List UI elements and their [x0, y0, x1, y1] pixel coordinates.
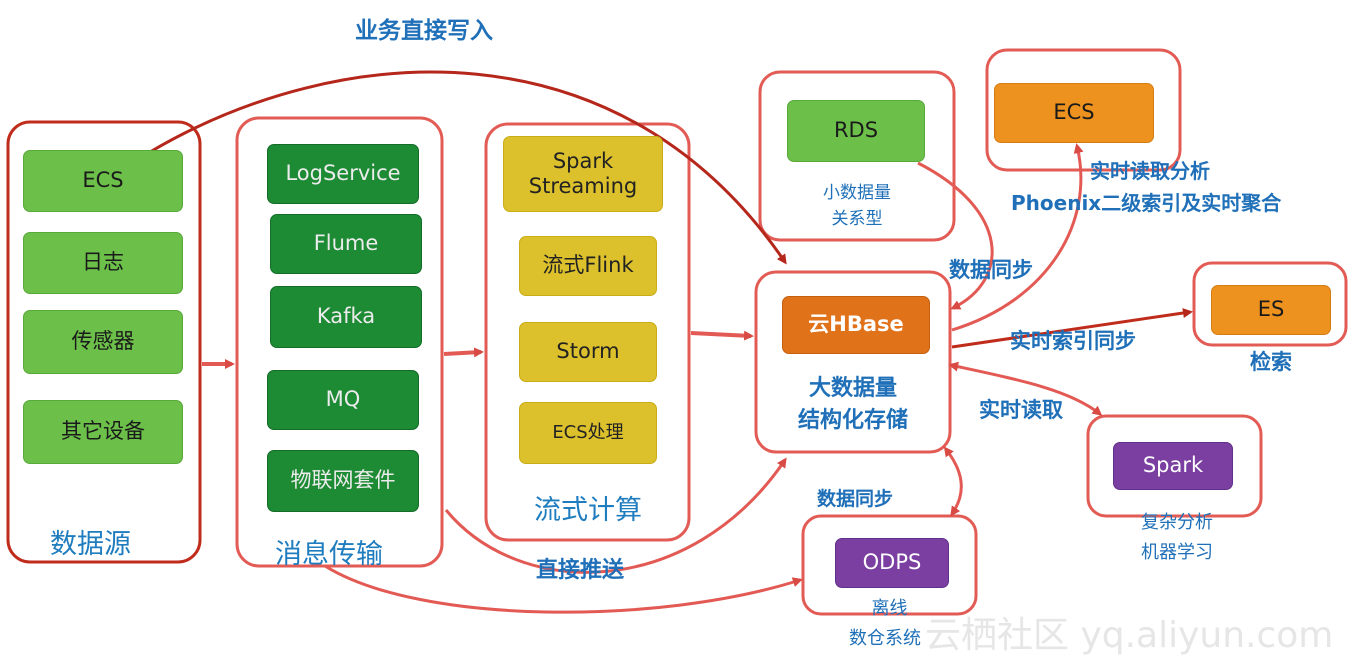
ecs-analysis-group: ECS [987, 50, 1180, 170]
arrow-rds-to-hbase [917, 161, 994, 310]
streaming-ecs-processing[interactable]: ECS处理 [519, 402, 657, 464]
odps-group-outline [801, 514, 978, 616]
odps-label-2: 数仓系统 [849, 628, 921, 649]
source-logs[interactable]: 日志 [23, 232, 183, 294]
es-group-outline [1192, 261, 1348, 347]
streaming-group-outline [484, 122, 691, 542]
odps-box[interactable]: ODPS [835, 538, 949, 588]
messaging-mq[interactable]: MQ [267, 370, 419, 430]
rds-box[interactable]: RDS [787, 100, 925, 162]
direct-push-label: 直接推送 [536, 558, 625, 583]
sync-rds-label: 数据同步 [949, 258, 1033, 282]
streaming-group: Spark Streaming 流式Flink Storm ECS处理 流式计算 [486, 124, 689, 540]
source-group: ECS 日志 传感器 其它设备 数据源 [8, 122, 200, 562]
source-sensor[interactable]: 传感器 [23, 310, 183, 374]
ecs-analysis-label-1: 实时读取分析 [1090, 159, 1210, 183]
messaging-group-outline [235, 116, 444, 568]
arrow-messaging-to-streaming [443, 347, 484, 358]
arrow-direct-write [149, 70, 787, 265]
rds-group: RDS 小数据量 关系型 [760, 72, 954, 240]
arrow-messaging-to-odps [324, 564, 803, 614]
hbase-label-2: 结构化存储 [797, 408, 908, 433]
realtime-read-label: 实时读取 [979, 398, 1063, 422]
direct-write-label: 业务直接写入 [355, 18, 493, 44]
spark-group-outline [1086, 414, 1263, 518]
messaging-group-label: 消息传输 [275, 539, 383, 570]
index-sync-label: 实时索引同步 [1010, 329, 1136, 353]
es-group: ES [1194, 263, 1346, 345]
messaging-logservice[interactable]: LogService [267, 144, 419, 204]
odps-group: ODPS 离线 [803, 516, 976, 619]
sync-odps-label: 数据同步 [817, 488, 894, 510]
streaming-storm[interactable]: Storm [519, 322, 657, 382]
es-box[interactable]: ES [1211, 285, 1331, 335]
streaming-spark-streaming[interactable]: Spark Streaming [503, 136, 663, 212]
messaging-iot-suite[interactable]: 物联网套件 [267, 450, 419, 512]
rds-label-1: 小数据量 [823, 183, 891, 203]
streaming-group-label: 流式计算 [534, 495, 642, 526]
odps-label-1: 离线 [871, 598, 908, 619]
arrow-direct-push [444, 457, 787, 574]
source-ecs[interactable]: ECS [23, 150, 183, 212]
arrow-hbase-to-ecs [951, 143, 1084, 332]
ecs-analysis-label-2: Phoenix二级索引及实时聚合 [1011, 191, 1282, 215]
arrow-hbase-odps [943, 446, 963, 517]
messaging-group: LogService Flume Kafka MQ 物联网套件 消息传输 [237, 118, 442, 570]
rds-group-outline [758, 70, 956, 242]
rds-label-2: 关系型 [831, 209, 883, 229]
spark-box[interactable]: Spark [1113, 442, 1233, 490]
source-other-devices[interactable]: 其它设备 [23, 400, 183, 464]
arrow-hbase-to-es [951, 308, 1193, 349]
spark-group: Spark [1088, 416, 1261, 516]
ecs-group-outline [985, 48, 1182, 172]
ecs-analysis-box[interactable]: ECS [994, 83, 1154, 143]
watermark: 云栖社区 yq.aliyun.com [925, 615, 1334, 656]
spark-label-1: 复杂分析 [1141, 512, 1213, 533]
hbase-label-1: 大数据量 [808, 376, 897, 401]
streaming-flink[interactable]: 流式Flink [519, 236, 657, 296]
hbase-group: 云HBase 大数据量 结构化存储 [756, 272, 950, 452]
messaging-kafka[interactable]: Kafka [270, 286, 422, 348]
arrow-hbase-spark [948, 361, 1103, 416]
source-group-label: 数据源 [50, 529, 131, 560]
spark-label-2: 机器学习 [1141, 542, 1213, 563]
messaging-flume[interactable]: Flume [270, 214, 422, 274]
source-group-outline [6, 120, 202, 564]
arrow-streaming-to-hbase [690, 330, 754, 341]
hbase-box[interactable]: 云HBase [782, 296, 930, 354]
es-label: 检索 [1250, 350, 1292, 374]
